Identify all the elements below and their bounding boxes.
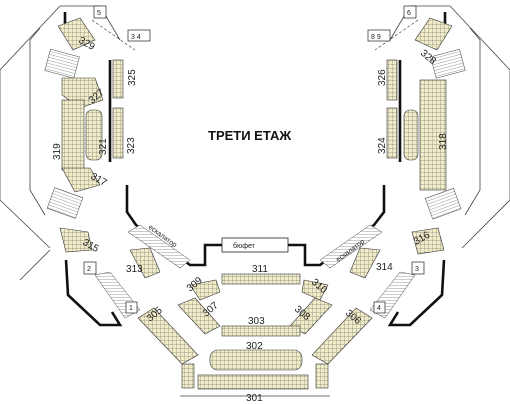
section-label-326: 326 [377, 69, 388, 86]
section-label-302: 302 [246, 341, 263, 352]
section-328-block[interactable] [414, 17, 453, 51]
section-318-block[interactable] [419, 79, 447, 191]
section-309-block[interactable] [189, 279, 221, 301]
section-321-block[interactable] [85, 109, 103, 161]
section-302-block[interactable] [209, 349, 303, 371]
section-325-block[interactable] [112, 59, 124, 99]
gate-label-6: 6 [407, 10, 411, 17]
gate-label-3: 3 [415, 266, 419, 273]
section-314-block[interactable] [349, 247, 381, 279]
gate-5-box [93, 5, 107, 19]
section-label-303: 303 [248, 316, 265, 327]
gate-1-box [125, 301, 138, 314]
section-316-block[interactable] [411, 227, 445, 255]
section-label-324: 324 [377, 137, 388, 154]
stairs-326-side [430, 48, 466, 79]
section-319-block[interactable] [61, 99, 85, 171]
section-306-block[interactable] [311, 307, 373, 365]
gate-3-box [411, 261, 425, 275]
gate-4-box [373, 301, 386, 314]
section-317-block[interactable] [61, 167, 101, 193]
section-label-321: 321 [98, 138, 109, 155]
gate-label-5: 5 [97, 10, 101, 17]
floor-title: ТРЕТИ ЕТАЖ [208, 128, 291, 143]
sight-line-left [91, 19, 136, 51]
section-322-block[interactable] [403, 109, 419, 161]
section-305-block[interactable] [137, 307, 199, 365]
section-301-corner-left[interactable] [181, 363, 195, 389]
section-label-301: 301 [246, 393, 263, 404]
concourse-outline [29, 27, 481, 216]
buffet-label: бюфет [233, 242, 256, 250]
section-label-315: 315 [81, 237, 101, 255]
gate-pair-left-box [127, 29, 151, 42]
gate-2-box [83, 261, 97, 275]
section-307-block[interactable] [177, 297, 221, 335]
section-324-block[interactable] [386, 107, 398, 159]
section-label-311: 311 [252, 264, 268, 275]
escalator-right-block [319, 224, 383, 269]
section-label-319: 319 [52, 143, 63, 160]
stairs-316-side [424, 187, 462, 220]
sight-line-right [374, 19, 419, 51]
section-326-block[interactable] [386, 59, 398, 101]
section-323-block[interactable] [112, 107, 124, 159]
stand-walls [108, 60, 402, 162]
gate-label-pair-right: 8 9 [371, 34, 381, 41]
section-315-block[interactable] [59, 227, 93, 253]
gate-label-2: 2 [87, 266, 91, 273]
gate-label-pair-left: 3 4 [131, 34, 141, 41]
section-301-block[interactable] [197, 374, 309, 390]
gate-pair-right-box [367, 29, 391, 42]
section-301-corner-right[interactable] [315, 363, 329, 389]
section-label-318: 318 [438, 133, 449, 150]
gate-6-box [403, 5, 417, 19]
stairs-328-side [44, 48, 80, 79]
section-label-323: 323 [126, 137, 137, 154]
inner-wall-lower-right [387, 259, 446, 327]
gate-label-1: 1 [129, 305, 133, 312]
section-303-block[interactable] [221, 325, 301, 337]
section-label-313: 313 [126, 264, 143, 275]
escalator-left-block [127, 224, 191, 269]
buffet-box [221, 237, 289, 253]
section-329-block[interactable] [57, 17, 96, 51]
inner-wall-lower-left [64, 259, 123, 327]
section-label-314: 314 [376, 262, 393, 273]
section-313-block[interactable] [129, 247, 161, 279]
stairs-317-side [46, 187, 84, 219]
upper-left-wall [63, 12, 447, 30]
section-311-block[interactable] [221, 273, 301, 285]
gate-label-4: 4 [377, 305, 381, 312]
section-label-325: 325 [127, 69, 138, 86]
